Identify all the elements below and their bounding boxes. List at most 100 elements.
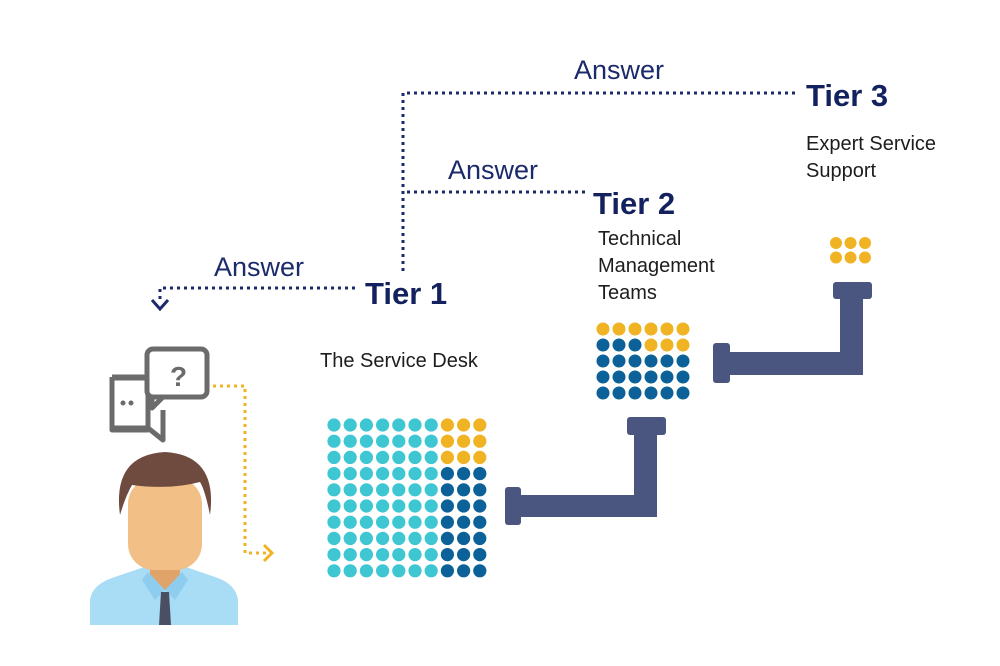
question-line	[213, 384, 268, 555]
grid-dot	[612, 370, 626, 384]
tier1-description: The Service Desk	[320, 348, 478, 375]
pipe-segment	[634, 430, 657, 517]
grid-dot	[408, 515, 422, 529]
grid-dot	[457, 515, 471, 529]
desc-line: Technical	[598, 228, 682, 250]
grid-dot	[408, 548, 422, 562]
grid-dot	[327, 515, 341, 529]
grid-dot	[408, 483, 422, 497]
grid-dot	[376, 531, 390, 546]
tier1-answer-label: Answer	[214, 252, 305, 282]
tier3-title: Tier 3	[806, 78, 889, 113]
grid-dot	[376, 467, 390, 481]
grid-dot	[457, 467, 471, 481]
grid-dot	[327, 499, 341, 513]
grid-dot	[392, 499, 406, 513]
grid-dot	[628, 322, 642, 336]
grid-dot	[457, 564, 471, 578]
grid-dot	[440, 434, 454, 448]
grid-dot	[408, 564, 422, 578]
grid-dot	[676, 386, 690, 400]
grid-dot	[628, 386, 642, 400]
grid-dot	[612, 354, 626, 368]
pipe-cap	[505, 487, 521, 525]
grid-dot	[392, 467, 406, 481]
tier3-description: Expert Service Support	[806, 131, 936, 185]
grid-dot	[644, 322, 658, 336]
grid-dot	[343, 483, 357, 497]
user-avatar	[90, 452, 238, 625]
grid-dot	[424, 499, 438, 513]
desc-line: The Service Desk	[320, 350, 478, 372]
grid-dot	[440, 564, 454, 578]
grid-dot	[392, 564, 406, 578]
grid-dot	[392, 418, 406, 432]
desc-line: Teams	[598, 282, 657, 304]
pipe-cap	[627, 417, 666, 435]
grid-dot	[408, 499, 422, 513]
grid-dot	[473, 483, 487, 497]
grid-dot	[424, 434, 438, 448]
grid-dot	[424, 548, 438, 562]
grid-dot	[343, 467, 357, 481]
grid-dot	[424, 515, 438, 529]
grid-dot	[392, 531, 406, 546]
svg-text:?: ?	[170, 361, 187, 392]
grid-dot	[359, 418, 373, 432]
grid-dot	[596, 370, 610, 384]
grid-dot	[473, 499, 487, 513]
grid-dot	[359, 434, 373, 448]
grid-dot	[440, 515, 454, 529]
grid-dot	[473, 434, 487, 448]
grid-dot	[844, 251, 857, 264]
speech-bubbles-icon: ?	[109, 346, 210, 443]
grid-dot	[376, 515, 390, 529]
tier2-title: Tier 2	[593, 186, 676, 221]
tier3-dot-grid	[830, 237, 871, 264]
grid-dot	[359, 499, 373, 513]
grid-dot	[457, 418, 471, 432]
grid-dot	[408, 450, 422, 464]
grid-dot	[457, 499, 471, 513]
desc-line: Management	[598, 255, 715, 277]
pipe-cap	[713, 343, 730, 383]
grid-dot	[612, 338, 626, 352]
grid-dot	[440, 531, 454, 546]
tier3-answer-label: Answer	[574, 55, 665, 85]
grid-dot	[473, 450, 487, 464]
grid-dot	[644, 354, 658, 368]
pipe-cap	[833, 282, 872, 299]
grid-dot	[473, 467, 487, 481]
grid-dot	[424, 467, 438, 481]
grid-dot	[392, 434, 406, 448]
pipe-segment	[840, 292, 863, 375]
grid-dot	[359, 515, 373, 529]
grid-dot	[343, 418, 357, 432]
grid-dot	[660, 354, 674, 368]
grid-dot	[830, 251, 842, 264]
grid-dot	[359, 548, 373, 562]
grid-dot	[676, 338, 690, 352]
grid-dot	[327, 434, 341, 448]
grid-dot	[644, 338, 658, 352]
tier1-answer-line	[158, 286, 355, 302]
grid-dot	[376, 483, 390, 497]
grid-dot	[424, 450, 438, 464]
grid-dot	[408, 467, 422, 481]
grid-dot	[457, 483, 471, 497]
grid-dot	[343, 548, 357, 562]
grid-dot	[676, 370, 690, 384]
grid-dot	[343, 450, 357, 464]
tier2-dot-grid	[596, 322, 690, 400]
grid-dot	[628, 354, 642, 368]
grid-dot	[676, 322, 690, 336]
grid-dot	[844, 237, 857, 249]
grid-dot	[359, 450, 373, 464]
pipe-segment	[518, 495, 657, 517]
pipe-segment	[727, 352, 863, 375]
grid-dot	[359, 531, 373, 546]
grid-dot	[660, 370, 674, 384]
tier1-title: Tier 1	[365, 276, 448, 311]
